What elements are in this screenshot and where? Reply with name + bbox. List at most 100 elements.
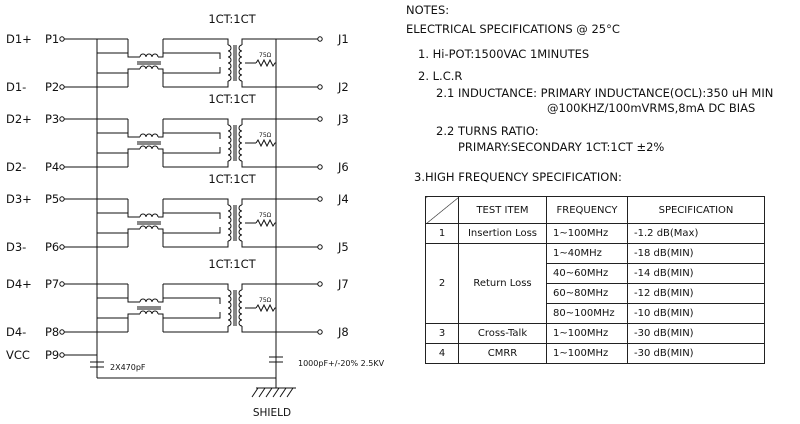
pin-terminal	[317, 281, 323, 287]
right-pin-label: J8	[337, 325, 349, 339]
resistor-label: 75Ω	[259, 132, 272, 139]
channel-4	[59, 281, 323, 335]
turns-ratio-label: 1CT:1CT	[208, 92, 256, 106]
row-number: 4	[425, 343, 459, 364]
electrical-specifications-heading: ELECTRICAL SPECIFICATIONS @ 25°C	[406, 22, 620, 36]
left-capacitor-label: 2X470pF	[110, 363, 146, 372]
lcr-heading: 2. L.C.R	[418, 69, 463, 83]
signal-label: D1-	[6, 80, 26, 94]
pin-terminal	[317, 244, 323, 250]
table-row: 3 Cross-Talk 1~100MHz -30 dB(MIN)	[425, 323, 765, 344]
inductance-test-condition: @100KHZ/100mVRMS,8mA DC BIAS	[547, 101, 756, 115]
pin-terminal	[317, 84, 323, 90]
signal-label: D2+	[6, 112, 32, 126]
resistor-label: 75Ω	[259, 297, 272, 304]
right-capacitor-label: 1000pF+/-20% 2.5KV	[298, 359, 385, 368]
specification: -10 dB(MIN)	[627, 303, 765, 324]
signal-label: D2-	[6, 160, 26, 174]
turns-ratio-label: 1CT:1CT	[208, 257, 256, 271]
channel-1	[59, 36, 323, 90]
right-pin-label: J2	[337, 80, 349, 94]
table-row: 1 Insertion Loss 1~100MHz -1.2 dB(Max)	[425, 223, 765, 244]
inductance-spec: 2.1 INDUCTANCE: PRIMARY INDUCTANCE(OCL):…	[436, 86, 774, 100]
left-pin-label: P9	[45, 348, 59, 362]
pin-terminal	[59, 244, 65, 250]
right-pin-label: J1	[337, 32, 349, 46]
table-row: 60~80MHz -12 dB(MIN)	[426, 283, 765, 304]
turns-ratio-spec: PRIMARY:SECONDARY 1CT:1CT ±2%	[458, 140, 665, 154]
left-pin-label: P3	[45, 112, 59, 126]
frequency: 1~100MHz	[546, 343, 628, 364]
notes-heading: NOTES:	[406, 3, 450, 17]
pin-terminal	[59, 116, 65, 122]
right-pin-label: J3	[337, 112, 349, 126]
pin-terminal	[59, 281, 65, 287]
row-number: 2	[425, 243, 459, 324]
pin-terminal	[59, 196, 65, 202]
signal-label: D4-	[6, 325, 26, 339]
turns-ratio-label: 1CT:1CT	[208, 12, 256, 26]
signal-label: D4+	[6, 277, 32, 291]
specification: -30 dB(MIN)	[627, 343, 765, 364]
pin-terminal	[317, 116, 323, 122]
pin-terminal	[59, 329, 65, 335]
table-row: 2 Return Loss 1~40MHz -18 dB(MIN)	[425, 243, 765, 324]
row-number: 3	[425, 323, 459, 344]
high-frequency-heading: 3.HIGH FREQUENCY SPECIFICATION:	[414, 170, 622, 184]
pin-terminal	[59, 84, 65, 90]
pin-terminal	[59, 352, 65, 358]
test-item: Return Loss	[458, 243, 547, 324]
pin-terminal	[317, 329, 323, 335]
high-frequency-spec-table: TEST ITEM FREQUENCY SPECIFICATION 1 Inse…	[425, 196, 765, 364]
specification: -12 dB(MIN)	[627, 283, 765, 304]
left-pin-label: P2	[45, 80, 59, 94]
turns-ratio-heading: 2.2 TURNS RATIO:	[436, 124, 539, 138]
specification: -18 dB(MIN)	[627, 243, 765, 264]
channel-3	[59, 196, 323, 250]
frequency: 1~40MHz	[546, 243, 628, 264]
left-pin-label: P8	[45, 325, 59, 339]
specification: -30 dB(MIN)	[627, 323, 765, 344]
row-number: 1	[425, 223, 459, 244]
right-pin-label: J7	[337, 277, 349, 291]
signal-label: VCC	[6, 348, 30, 362]
frequency: 1~100MHz	[546, 223, 628, 244]
test-item: CMRR	[458, 343, 547, 364]
left-pin-label: P7	[45, 277, 59, 291]
resistor-label: 75Ω	[259, 212, 272, 219]
pin-terminal	[317, 36, 323, 42]
frequency: 60~80MHz	[546, 283, 628, 304]
table-header-row: TEST ITEM FREQUENCY SPECIFICATION	[425, 196, 765, 224]
left-pin-label: P4	[45, 160, 59, 174]
right-pin-label: J5	[337, 240, 349, 254]
pin-terminal	[59, 36, 65, 42]
channel-2	[59, 116, 323, 170]
frequency: 40~60MHz	[546, 263, 628, 284]
resistor-label: 75Ω	[259, 52, 272, 59]
left-pin-label: P6	[45, 240, 59, 254]
specification: -14 dB(MIN)	[627, 263, 765, 284]
left-pin-label: P1	[45, 32, 59, 46]
signal-label: D3+	[6, 192, 32, 206]
pin-terminal	[59, 164, 65, 170]
turns-ratio-label: 1CT:1CT	[208, 172, 256, 186]
header-frequency: FREQUENCY	[546, 196, 628, 224]
header-specification: SPECIFICATION	[627, 196, 765, 224]
right-pin-label: J4	[337, 192, 349, 206]
shield-label: SHIELD	[253, 407, 291, 419]
right-pin-label: J6	[337, 160, 349, 174]
left-pin-label: P5	[45, 192, 59, 206]
magnetics-schematic: 75Ω 1CT:1CT 75Ω 1CT:1CT 75Ω 1CT:1CT 75Ω 1CT:1CT…	[6, 12, 385, 419]
header-test-item: TEST ITEM	[458, 196, 547, 224]
specification: -1.2 dB(Max)	[627, 223, 765, 244]
pin-terminal	[317, 164, 323, 170]
table-corner-cell	[425, 196, 459, 224]
table-row: 4 CMRR 1~100MHz -30 dB(MIN)	[425, 343, 765, 364]
hipot-spec: 1. Hi-POT:1500VAC 1MINUTES	[418, 47, 590, 61]
signal-label: D3-	[6, 240, 26, 254]
signal-label: D1+	[6, 32, 32, 46]
frequency: 1~100MHz	[546, 323, 628, 344]
pin-terminal	[317, 196, 323, 202]
frequency: 80~100MHz	[546, 303, 628, 324]
test-item: Insertion Loss	[458, 223, 547, 244]
